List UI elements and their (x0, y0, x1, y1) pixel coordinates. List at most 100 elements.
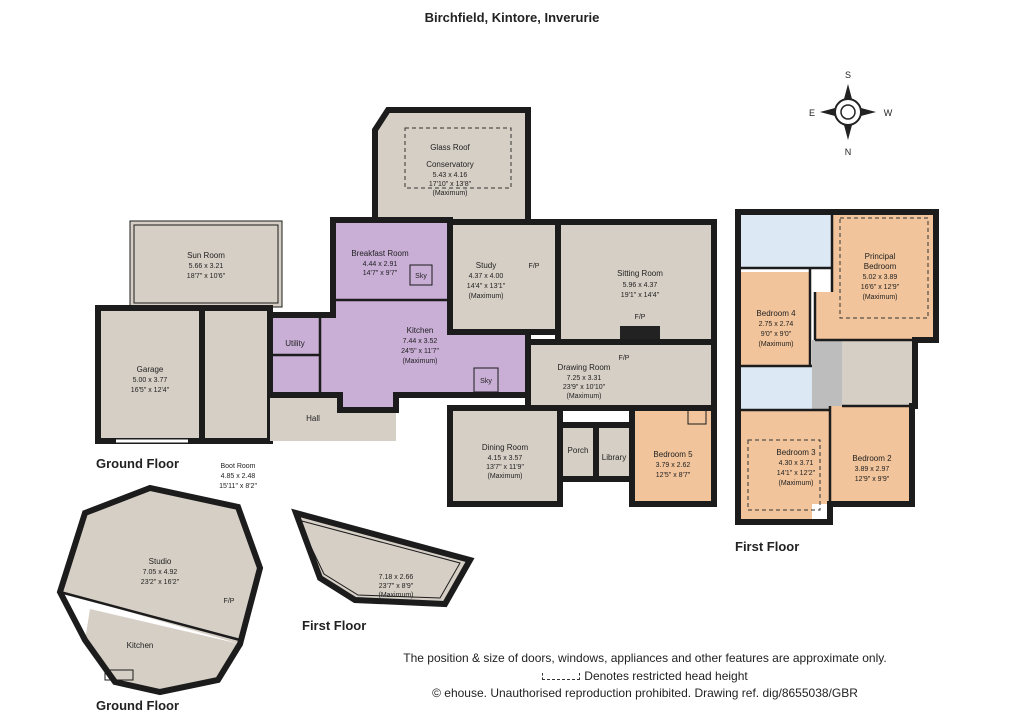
svg-text:Sky: Sky (415, 273, 427, 280)
svg-text:3.89 x 2.97: 3.89 x 2.97 (855, 466, 890, 473)
room-study (450, 222, 558, 332)
svg-text:Sky: Sky (480, 378, 492, 385)
svg-text:16'5" x 12'4": 16'5" x 12'4" (131, 387, 170, 394)
svg-text:2.75 x 2.74: 2.75 x 2.74 (759, 321, 794, 328)
svg-text:5.02 x 3.89: 5.02 x 3.89 (863, 274, 898, 281)
svg-text:F/P: F/P (635, 314, 646, 321)
svg-text:23'9" x 10'10": 23'9" x 10'10" (563, 384, 606, 391)
svg-text:14'7" x 9'7": 14'7" x 9'7" (363, 270, 398, 277)
svg-text:(Maximum): (Maximum) (779, 480, 814, 487)
svg-text:7.05 x 4.92: 7.05 x 4.92 (143, 569, 178, 576)
svg-text:4.15 x 3.57: 4.15 x 3.57 (488, 455, 523, 462)
room-boot (202, 308, 270, 441)
room-bathroom (738, 366, 812, 410)
ground-floor-main (95, 107, 717, 507)
room-studio-upper (296, 513, 470, 604)
svg-text:5.66 x 3.21: 5.66 x 3.21 (189, 263, 224, 270)
svg-text:Kitchen: Kitchen (127, 641, 154, 650)
room-drawing (528, 342, 714, 408)
svg-text:Bedroom 2: Bedroom 2 (852, 454, 892, 463)
room-hall (270, 395, 340, 441)
svg-text:Bedroom 3: Bedroom 3 (776, 448, 816, 457)
room-ensuite (738, 212, 832, 268)
room-dining (450, 408, 560, 504)
svg-text:Porch: Porch (568, 446, 589, 455)
svg-text:Sitting Room: Sitting Room (617, 269, 663, 278)
svg-text:Utility: Utility (285, 339, 305, 348)
svg-text:Boot Room: Boot Room (220, 463, 255, 470)
svg-text:Hall: Hall (306, 414, 320, 423)
svg-text:(Maximum): (Maximum) (469, 293, 504, 300)
svg-text:Bedroom: Bedroom (864, 262, 897, 271)
svg-text:7.44 x 3.52: 7.44 x 3.52 (403, 338, 438, 345)
svg-text:F/P: F/P (619, 355, 630, 362)
svg-text:(Maximum): (Maximum) (379, 592, 414, 599)
label-ground-floor-main: Ground Floor (96, 456, 179, 471)
first-floor-main (735, 209, 939, 525)
compass-icon: S E W N (809, 70, 893, 157)
svg-text:Garage: Garage (137, 365, 164, 374)
plan-title: Birchfield, Kintore, Inverurie (425, 10, 600, 25)
ground-main-labels: Glass Roof Conservatory 5.43 x 4.16 17'1… (96, 143, 693, 490)
svg-text:13'7" x 11'9": 13'7" x 11'9" (486, 464, 524, 471)
svg-text:4.37 x 4.00: 4.37 x 4.00 (469, 273, 504, 280)
svg-text:23'2" x 16'2": 23'2" x 16'2" (141, 579, 180, 586)
svg-text:7.18 x 2.66: 7.18 x 2.66 (379, 574, 414, 581)
svg-text:Study: Study (476, 261, 496, 270)
svg-text:14'1" x 12'2": 14'1" x 12'2" (777, 470, 816, 477)
room-principal (815, 212, 936, 340)
studio-first-labels: 7.18 x 2.66 23'7" x 8'9" (Maximum) First… (302, 574, 414, 633)
svg-text:3.79 x 2.62: 3.79 x 2.62 (656, 462, 691, 469)
studio-ground (56, 484, 264, 696)
room-conservatory (375, 110, 528, 222)
label-first-floor-main: First Floor (735, 539, 799, 554)
svg-text:(Maximum): (Maximum) (759, 341, 794, 348)
svg-text:7.25 x 3.31: 7.25 x 3.31 (567, 375, 602, 382)
room-sun-room (130, 221, 282, 307)
svg-text:19'1" x 14'4": 19'1" x 14'4" (621, 292, 660, 299)
svg-text:12'5" x 8'7": 12'5" x 8'7" (656, 472, 691, 479)
svg-text:Glass Roof: Glass Roof (430, 143, 470, 152)
footer-dash-key: Denotes restricted head height (300, 669, 990, 683)
svg-text:Kitchen: Kitchen (407, 326, 434, 335)
compass-s: S (845, 70, 851, 80)
svg-text:Dining Room: Dining Room (482, 443, 529, 452)
svg-text:Breakfast Room: Breakfast Room (351, 249, 409, 258)
room-sitting (558, 222, 714, 342)
svg-text:Studio: Studio (149, 557, 172, 566)
svg-text:5.43 x 4.16: 5.43 x 4.16 (433, 172, 468, 179)
svg-text:Library: Library (602, 453, 626, 462)
svg-text:(Maximum): (Maximum) (433, 190, 468, 197)
footer-dash-text: Denotes restricted head height (584, 669, 748, 683)
svg-text:12'9" x 9'9": 12'9" x 9'9" (855, 476, 890, 483)
compass-n: N (845, 147, 852, 157)
room-bedroom2 (830, 406, 912, 504)
label-ground-floor-studio: Ground Floor (96, 698, 179, 713)
svg-text:4.30 x 3.71: 4.30 x 3.71 (779, 460, 814, 467)
svg-text:(Maximum): (Maximum) (488, 473, 523, 480)
studio-ground-labels: Studio 7.05 x 4.92 23'2" x 16'2" F/P Kit… (96, 557, 235, 713)
room-studio-kitchen (85, 609, 240, 692)
svg-text:Sun Room: Sun Room (187, 251, 225, 260)
svg-text:5.96 x 4.37: 5.96 x 4.37 (623, 282, 658, 289)
svg-text:F/P: F/P (224, 598, 235, 605)
svg-text:24'5" x 11'7": 24'5" x 11'7" (401, 348, 439, 355)
svg-text:16'6" x 12'9": 16'6" x 12'9" (861, 284, 900, 291)
room-bedroom4 (738, 272, 810, 366)
svg-text:Drawing Room: Drawing Room (558, 363, 611, 372)
svg-text:4.44 x 2.91: 4.44 x 2.91 (363, 261, 398, 268)
svg-text:18'7" x 10'6": 18'7" x 10'6" (187, 273, 226, 280)
svg-text:Principal: Principal (865, 252, 896, 261)
svg-text:4.85 x 2.48: 4.85 x 2.48 (221, 473, 256, 480)
svg-text:(Maximum): (Maximum) (567, 393, 602, 400)
svg-text:(Maximum): (Maximum) (863, 294, 898, 301)
svg-text:14'4" x 13'1": 14'4" x 13'1" (467, 283, 506, 290)
svg-text:F/P: F/P (529, 263, 540, 270)
svg-text:15'11" x 8'2": 15'11" x 8'2" (219, 483, 257, 490)
svg-text:(Maximum): (Maximum) (403, 358, 438, 365)
dashed-line-icon (542, 673, 581, 681)
compass-w: W (884, 108, 893, 118)
footer-copyright: © ehouse. Unauthorised reproduction proh… (432, 686, 858, 700)
room-garage (98, 308, 202, 441)
